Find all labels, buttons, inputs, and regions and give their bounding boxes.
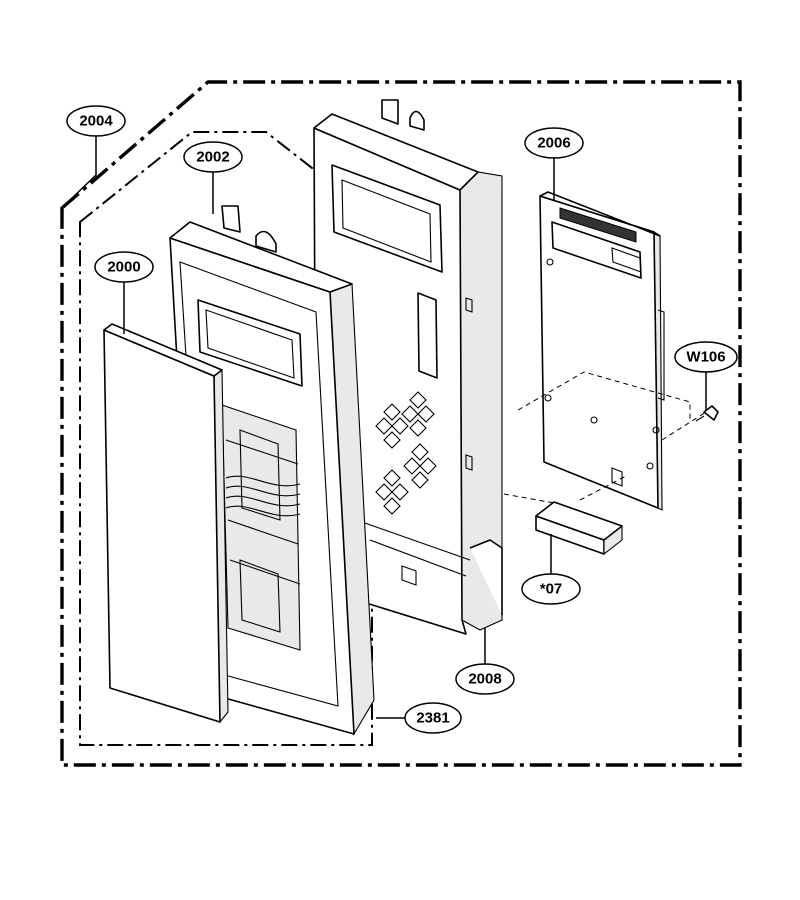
assembly-guide-lines (503, 371, 707, 505)
callout-2006: 2006 (524, 127, 584, 159)
callout-2381: 2381 (404, 702, 462, 734)
callout-W106: W106 (674, 341, 738, 373)
component-block-07 (535, 501, 623, 556)
callout-2008: 2008 (455, 663, 515, 695)
callout-label: 2002 (196, 149, 229, 166)
callout-label: 2006 (537, 135, 570, 152)
callout-2004: 2004 (66, 105, 126, 137)
leader-lines (69, 136, 707, 719)
callout-label: W106 (686, 349, 725, 366)
callout-07: *07 (521, 573, 581, 605)
screw-w106 (695, 405, 719, 422)
assembly-boundary-2004 (60, 80, 742, 767)
callout-2000: 2000 (94, 251, 154, 283)
callout-2002: 2002 (183, 141, 243, 173)
membrane-sheet-2000 (103, 323, 229, 724)
callout-label: 2004 (79, 113, 113, 130)
pcb-board-2006 (539, 191, 665, 511)
callout-label: *07 (540, 581, 563, 598)
callout-label: 2000 (107, 259, 140, 276)
callout-label: 2008 (468, 671, 501, 688)
callout-label: 2381 (416, 710, 449, 727)
